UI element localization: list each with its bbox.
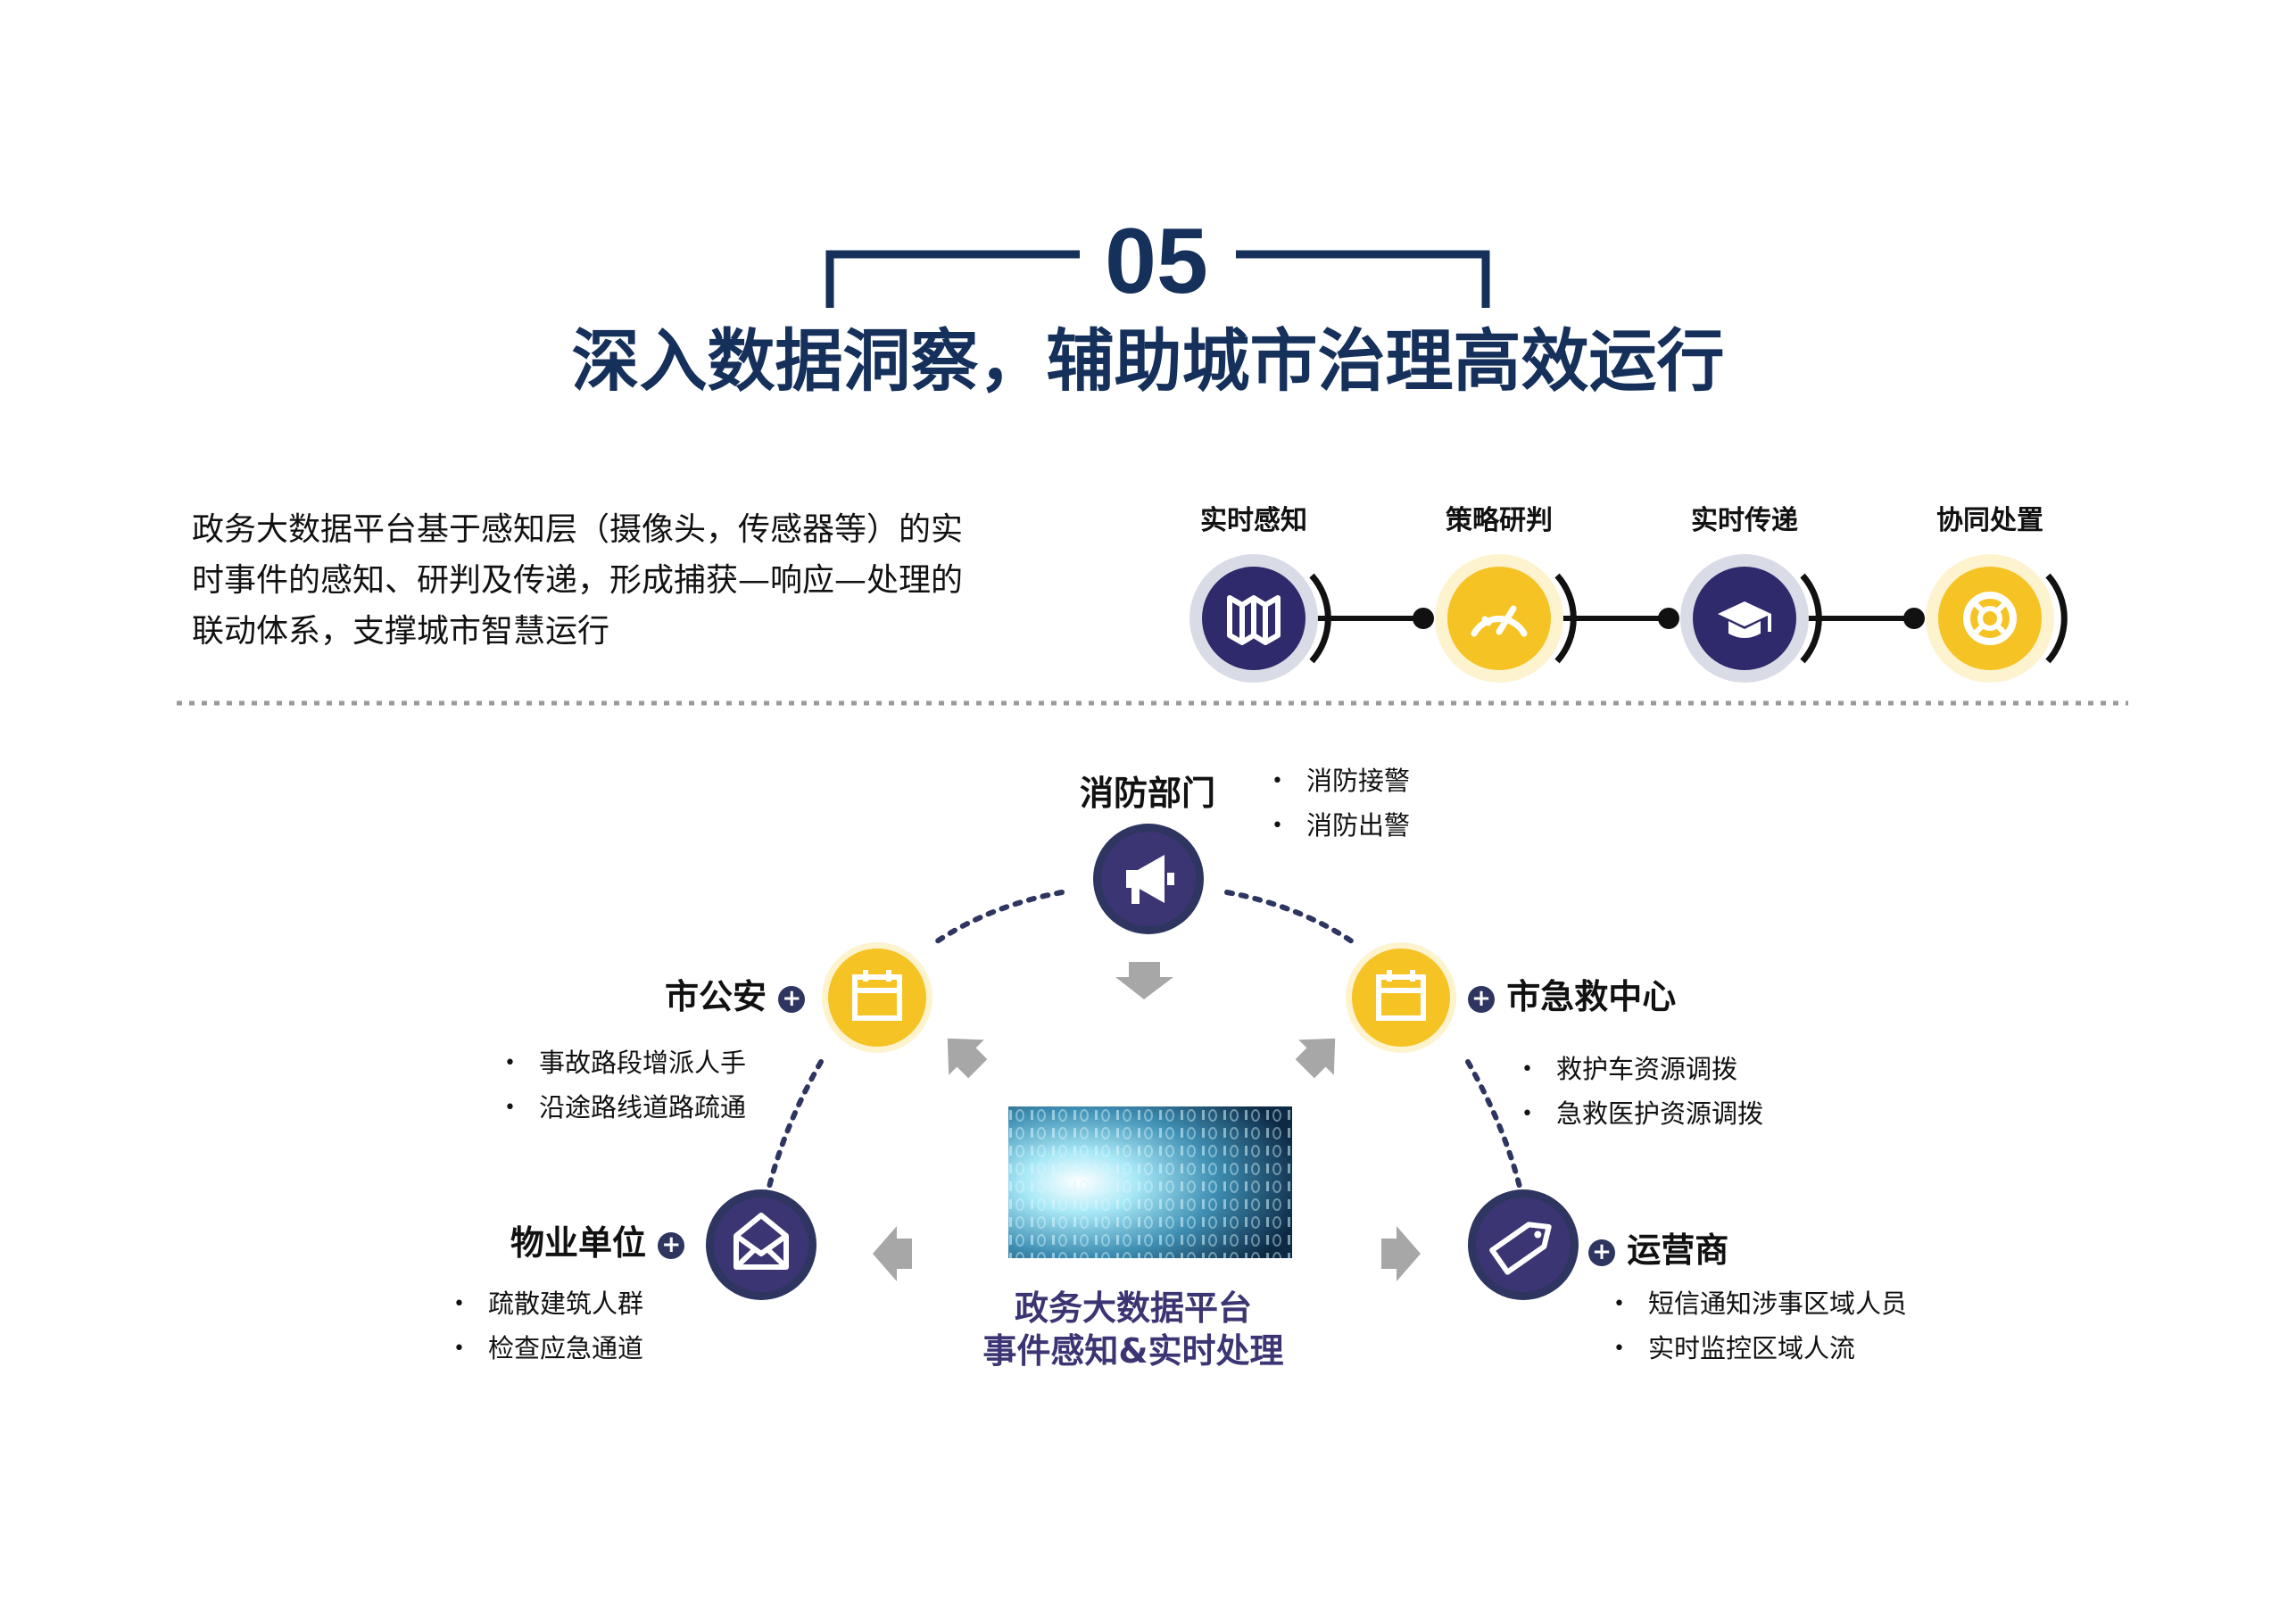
- bullet-item: 消防接警: [1272, 760, 1410, 805]
- bullet-item: 急救医护资源调拨: [1521, 1093, 1763, 1138]
- bullets-property: 疏散建筑人群 检查应急通道: [453, 1283, 643, 1372]
- node-fire-department: [1093, 824, 1204, 934]
- center-platform-title: 政务大数据平台 事件感知&实时处理: [955, 1287, 1312, 1372]
- map-icon: [1227, 595, 1281, 645]
- arrow-up-right: [1295, 1038, 1336, 1079]
- node-operator: [1468, 1189, 1579, 1300]
- section-number: 05: [1105, 210, 1208, 313]
- gauge-icon: [1471, 605, 1528, 637]
- arrow-left: [873, 1226, 912, 1281]
- bullets-operator: 短信通知涉事区域人员 实时监控区域人流: [1613, 1283, 1907, 1372]
- tag-icon: [1489, 1222, 1552, 1275]
- step-label-1: 实时感知: [1200, 505, 1307, 536]
- arrow-down: [1115, 962, 1173, 999]
- step-2: [1435, 554, 1577, 683]
- step-label-4: 协同处置: [1936, 505, 2043, 536]
- label-police: 市公安 +: [665, 969, 806, 1018]
- megaphone-icon: [1126, 855, 1174, 904]
- calendar-icon: [1376, 970, 1426, 1021]
- intro-line-3: 联动体系，支撑城市智慧运行: [192, 613, 610, 650]
- arrow-right: [1381, 1226, 1421, 1281]
- node-property: [706, 1189, 816, 1300]
- step-label-3: 实时传递: [1691, 505, 1798, 536]
- plus-icon: +: [658, 1231, 685, 1259]
- label-operator-text: 运营商: [1627, 1230, 1729, 1270]
- process-steps: [1189, 554, 2068, 683]
- bullet-item: 检查应急通道: [453, 1328, 643, 1372]
- bullets-fire-department: 消防接警 消防出警: [1272, 760, 1410, 849]
- intro-text: 政务大数据平台基于感知层（摄像头，传感器等）的实 时事件的感知、研判及传递，形成…: [192, 504, 1040, 657]
- label-emergency-center: + 市急救中心: [1468, 969, 1676, 1018]
- calendar-icon: [852, 970, 902, 1021]
- center-title-line-2: 事件感知&实时处理: [982, 1331, 1284, 1371]
- big-data-image: [1008, 1106, 1292, 1258]
- label-property: 物业单位 +: [510, 1215, 685, 1264]
- bullets-police: 事故路段增派人手 沿途路线道路疏通: [504, 1042, 746, 1131]
- bullet-item: 消防出警: [1272, 805, 1410, 849]
- label-fire-department: 消防部门: [1080, 774, 1216, 813]
- bullet-item: 沿途路线道路疏通: [504, 1087, 746, 1131]
- label-property-text: 物业单位: [510, 1223, 647, 1263]
- step-label-2: 策略研判: [1446, 505, 1553, 536]
- label-emergency-text: 市急救中心: [1506, 977, 1677, 1016]
- page-title: 深入数据洞察，辅助城市治理高效运行: [571, 321, 1725, 401]
- label-police-text: 市公安: [665, 977, 767, 1016]
- intro-line-1: 政务大数据平台基于感知层（摄像头，传感器等）的实: [192, 511, 964, 548]
- plus-icon: +: [1468, 985, 1495, 1013]
- step-1: [1189, 554, 1331, 683]
- intro-line-2: 时事件的感知、研判及传递，形成捕获—响应—处理的: [192, 562, 964, 599]
- bullet-item: 实时监控区域人流: [1613, 1328, 1907, 1372]
- bullet-item: 救护车资源调拨: [1521, 1048, 1763, 1093]
- step-4: [1926, 554, 2068, 683]
- arrow-up-left: [947, 1038, 988, 1079]
- bullet-item: 事故路段增派人手: [504, 1042, 746, 1087]
- center-title-line-1: 政务大数据平台: [1014, 1288, 1252, 1328]
- bullet-item: 短信通知涉事区域人员: [1613, 1283, 1907, 1328]
- plus-icon: +: [778, 985, 806, 1013]
- graduation-cap-icon: [1718, 601, 1771, 638]
- bullets-emergency-center: 救护车资源调拨 急救医护资源调拨: [1521, 1048, 1763, 1138]
- gray-arrows: [873, 962, 1421, 1281]
- bullet-item: 疏散建筑人群: [453, 1283, 643, 1328]
- node-police: [822, 942, 932, 1053]
- lifebuoy-icon: [1963, 592, 2017, 645]
- node-emergency-center: [1346, 942, 1456, 1053]
- plus-icon: +: [1588, 1239, 1615, 1266]
- envelope-icon: [734, 1213, 789, 1270]
- label-operator: + 运营商: [1588, 1222, 1728, 1272]
- step-3: [1680, 554, 1822, 683]
- dotted-arcs: [767, 890, 1522, 1189]
